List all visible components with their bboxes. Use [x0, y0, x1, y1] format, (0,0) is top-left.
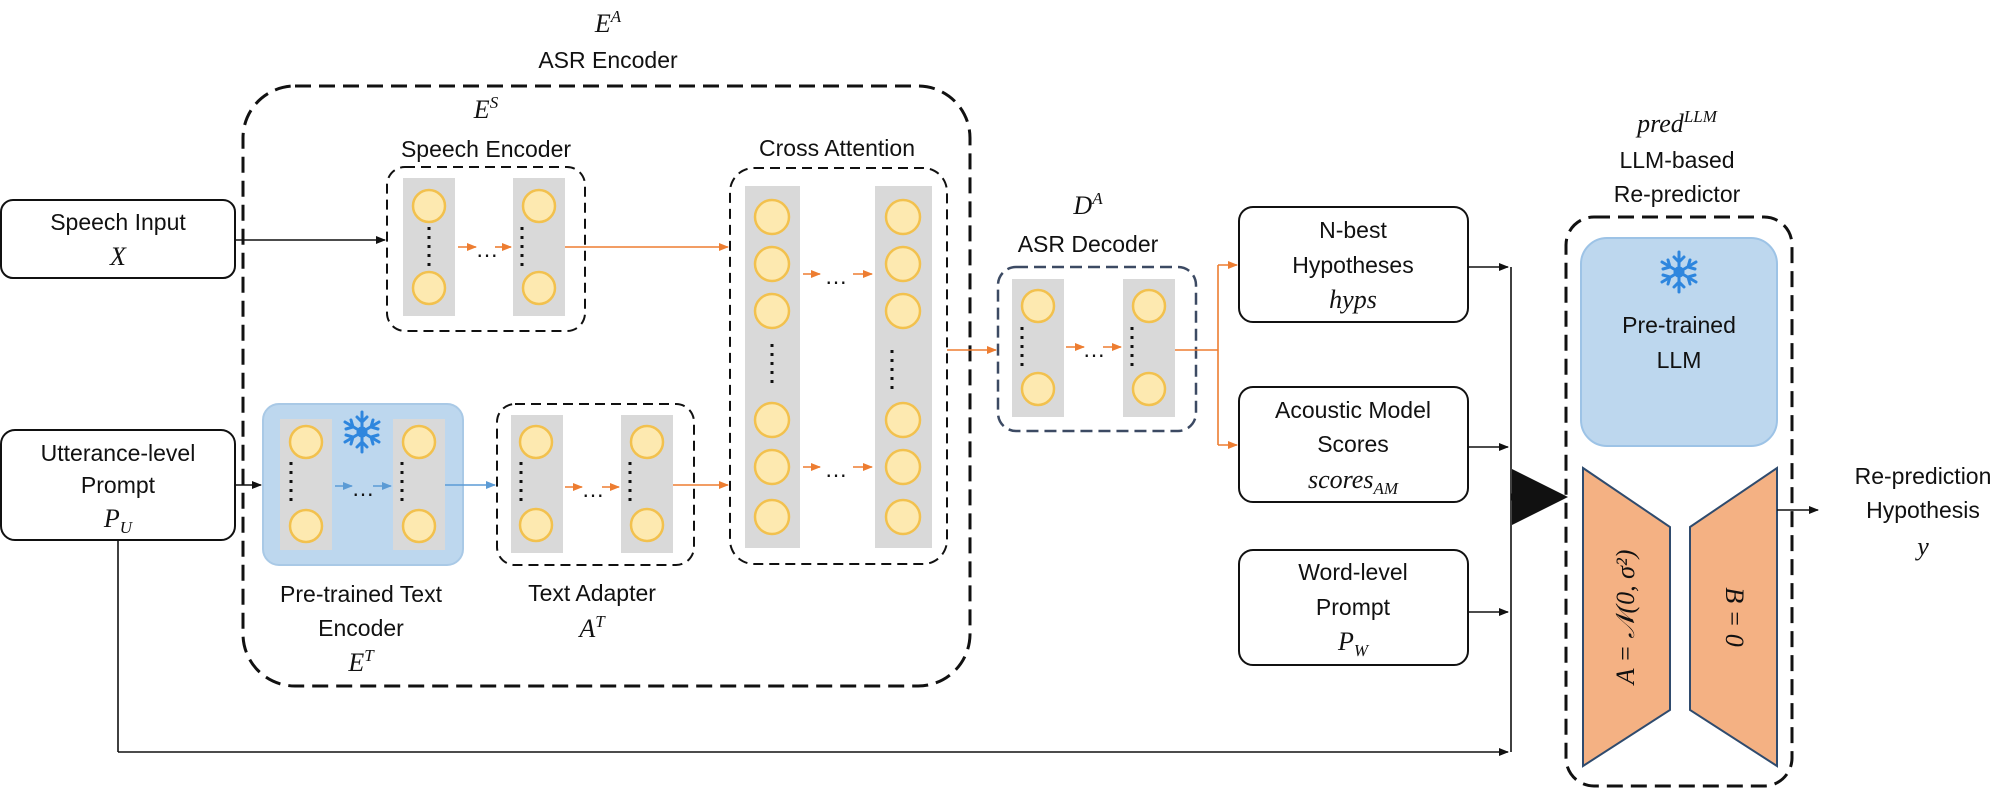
repredictor-label-line2: Re-predictor	[1614, 181, 1741, 207]
svg-text:Scores: Scores	[1317, 431, 1389, 457]
svg-text:…: …	[352, 475, 375, 501]
text-encoder-block: …	[262, 403, 464, 566]
speech-encoder-symbol: ES	[473, 93, 499, 124]
speech-encoder-layers: …	[403, 178, 565, 316]
text-adapter-label: Text Adapter	[528, 580, 656, 606]
repredictor-symbol: predLLM	[1635, 107, 1718, 138]
svg-text:B = 0: B = 0	[1720, 587, 1749, 646]
text-adapter-symbol: AT	[577, 612, 606, 643]
speech-input-symbol: X	[109, 242, 127, 271]
svg-text:y: y	[1914, 532, 1929, 561]
utterance-prompt-box: Utterance-level Prompt PU	[0, 429, 236, 541]
speech-input-box: Speech Input X	[0, 199, 236, 279]
asr-encoder-symbol: EA	[594, 7, 622, 38]
svg-text:Hypothesis: Hypothesis	[1866, 497, 1980, 523]
asr-decoder-layers: …	[1012, 279, 1175, 417]
asr-encoder-label: ASR Encoder	[538, 47, 678, 73]
repredictor-boundary	[1564, 215, 1794, 788]
svg-text:…: …	[825, 263, 848, 289]
output-hypothesis: Re-prediction Hypothesis y	[1855, 463, 1992, 561]
acoustic-model-scores-box: Acoustic Model Scores scoresAM	[1238, 386, 1469, 503]
speech-encoder-boundary	[386, 166, 586, 332]
svg-text:Prompt: Prompt	[1316, 594, 1391, 620]
svg-text:…: …	[476, 236, 499, 262]
svg-text:Utterance-level: Utterance-level	[41, 440, 196, 466]
svg-text:…: …	[582, 476, 605, 502]
svg-text:Hypotheses: Hypotheses	[1292, 252, 1413, 278]
svg-text:Word-level: Word-level	[1298, 559, 1408, 585]
svg-text:PW: PW	[1337, 627, 1370, 660]
text-encoder-label-line1: Pre-trained Text	[280, 581, 443, 607]
word-level-prompt-box: Word-level Prompt PW	[1238, 549, 1469, 666]
svg-text:…: …	[825, 456, 848, 482]
asr-decoder-boundary	[996, 265, 1198, 433]
svg-text:…: …	[1083, 336, 1106, 362]
lora-matrix-a: A = 𝒩(0, σ²)	[1582, 466, 1671, 768]
text-adapter-layers: …	[511, 415, 673, 553]
cross-attention-layers: … …	[745, 186, 932, 548]
svg-text:PU: PU	[103, 504, 134, 537]
svg-text:scoresAM: scoresAM	[1308, 465, 1399, 498]
speech-input-label: Speech Input	[50, 209, 186, 235]
snowflake-icon	[343, 410, 381, 454]
text-encoder-symbol: ET	[347, 646, 375, 677]
asr-decoder-label: ASR Decoder	[1018, 231, 1159, 257]
snowflake-icon	[1660, 250, 1698, 294]
asr-decoder-symbol: DA	[1072, 189, 1103, 220]
svg-text:hyps: hyps	[1329, 285, 1377, 314]
repredictor-label-line1: LLM-based	[1619, 147, 1734, 173]
cross-attention-label: Cross Attention	[759, 135, 915, 161]
text-encoder-label-line2: Encoder	[318, 615, 404, 641]
svg-text:N-best: N-best	[1319, 217, 1387, 243]
pretrained-llm-block: Pre-trained LLM	[1580, 237, 1778, 447]
text-adapter-boundary	[496, 403, 695, 566]
connectors	[117, 236, 1819, 756]
speech-encoder-label: Speech Encoder	[401, 136, 571, 162]
svg-text:Pre-trained: Pre-trained	[1622, 312, 1736, 338]
svg-text:A = 𝒩(0, σ²): A = 𝒩(0, σ²)	[1611, 550, 1640, 687]
lora-matrix-b: B = 0	[1689, 466, 1778, 768]
svg-text:Prompt: Prompt	[81, 472, 156, 498]
svg-text:LLM: LLM	[1657, 347, 1702, 373]
svg-text:Acoustic Model: Acoustic Model	[1275, 397, 1431, 423]
asr-encoder-boundary	[241, 84, 972, 688]
nbest-hypotheses-box: N-best Hypotheses hyps	[1238, 206, 1469, 323]
svg-text:Re-prediction: Re-prediction	[1855, 463, 1992, 489]
cross-attention-boundary	[729, 167, 948, 565]
